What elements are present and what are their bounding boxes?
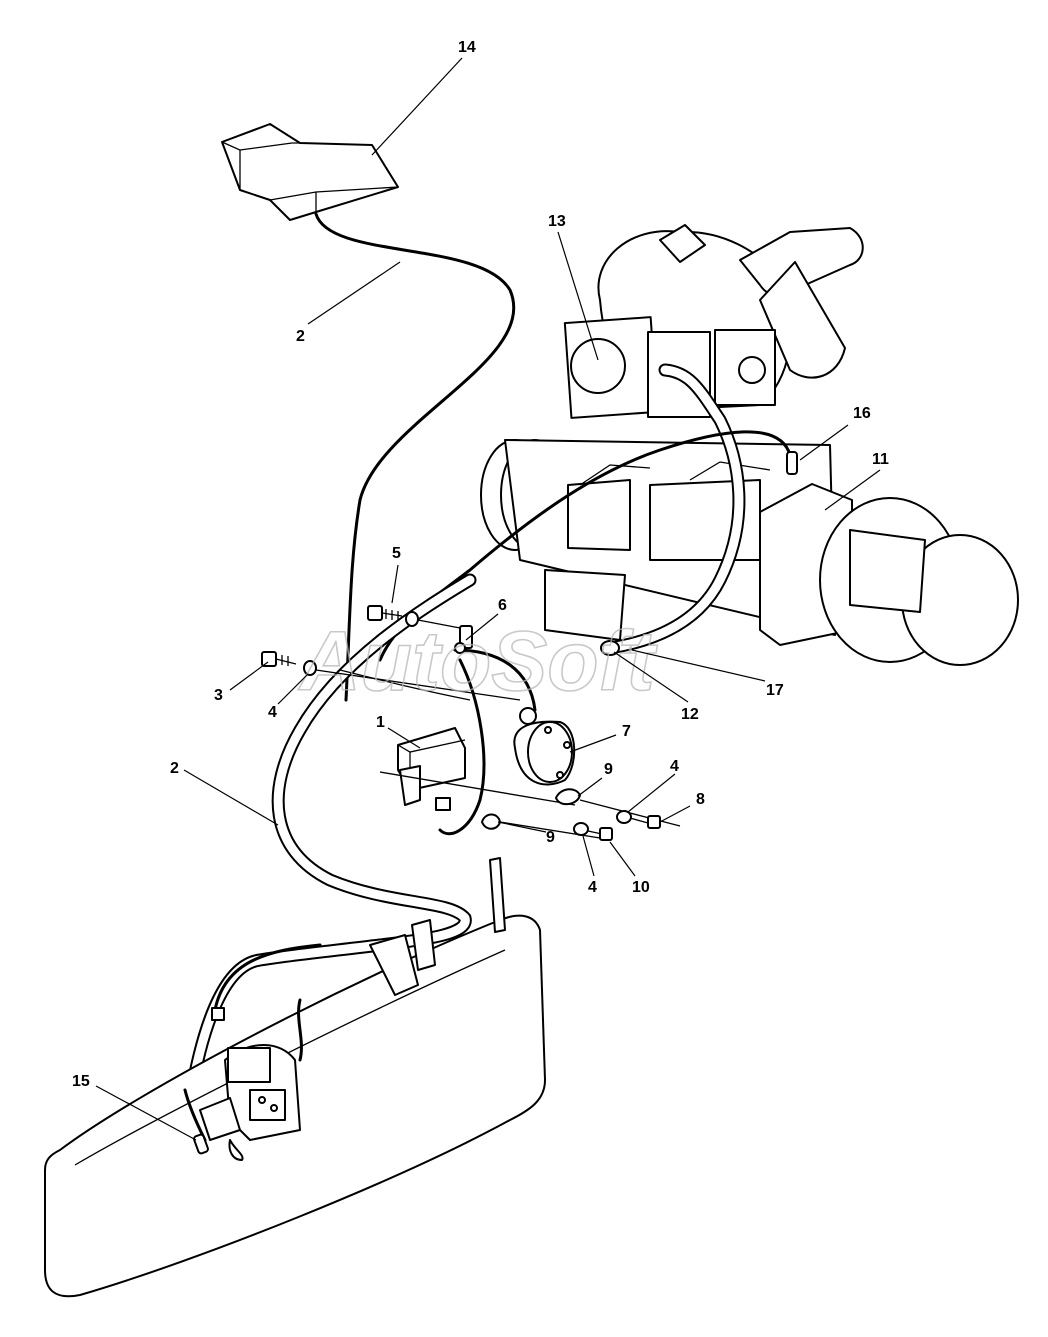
part-3-bolt — [261, 651, 297, 667]
callout-14: 14 — [458, 39, 476, 56]
callout-3: 3 — [214, 687, 223, 704]
part-4-washer-upper — [405, 611, 419, 627]
part-8-bolt — [629, 815, 661, 829]
callout-16: 16 — [853, 405, 871, 422]
part-2-cable-upper — [314, 212, 516, 702]
part-5-bolt — [367, 605, 403, 621]
part-7-motor — [513, 707, 576, 786]
part-13-pump-assembly — [563, 224, 864, 419]
callout-1: 1 — [376, 714, 385, 731]
callout-6: 6 — [498, 597, 507, 614]
callout-4-left: 4 — [268, 704, 277, 721]
callout-4-right: 4 — [670, 758, 679, 775]
callout-2-lower: 2 — [170, 760, 179, 777]
callout-7: 7 — [622, 723, 631, 740]
callout-15: 15 — [72, 1073, 90, 1090]
callout-10: 10 — [632, 879, 650, 896]
leader-lines — [95, 57, 881, 1141]
watermark: AutoSoft — [298, 614, 658, 708]
callout-9-upper: 9 — [604, 761, 613, 778]
callout-11: 11 — [872, 451, 889, 468]
part-6-clip — [454, 625, 473, 654]
part-10-bolt — [587, 827, 613, 841]
callout-9-lower: 9 — [546, 829, 555, 846]
part-9-clip-lower — [481, 813, 501, 830]
part-9-clip-upper — [555, 788, 581, 806]
part-1-module — [379, 727, 576, 811]
callout-5: 5 — [392, 545, 401, 562]
part-2-cable-lower — [183, 573, 477, 1107]
part-4-washer-right — [616, 810, 632, 824]
part-16-sensor-plug — [786, 451, 798, 475]
callout-labels: 14 13 2 16 11 5 6 3 4 17 12 1 7 2 9 4 8 … — [72, 39, 889, 1090]
callout-12: 12 — [681, 706, 699, 723]
part-4-washer-left — [303, 660, 317, 676]
callout-13: 13 — [548, 213, 566, 230]
callout-2-upper: 2 — [296, 328, 305, 345]
assembly-line-3 — [315, 669, 521, 701]
callout-17: 17 — [766, 682, 784, 699]
harness-wire — [438, 648, 537, 836]
harness-wire-2 — [339, 669, 471, 701]
assembly-line-5 — [417, 619, 461, 629]
part-14-control-unit — [221, 123, 399, 221]
part-15-valve-assembly — [183, 943, 322, 1161]
part-11-transmission-housing — [480, 439, 1019, 666]
part-12-hose — [600, 363, 746, 656]
callout-4-bottom: 4 — [588, 879, 597, 896]
part-4-washer-bottom — [573, 822, 589, 836]
callout-8: 8 — [696, 791, 705, 808]
